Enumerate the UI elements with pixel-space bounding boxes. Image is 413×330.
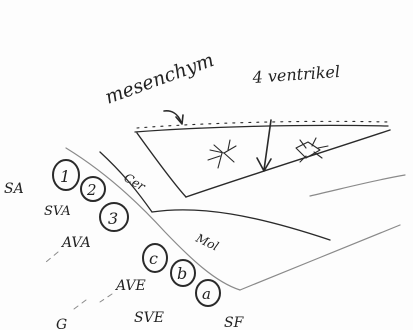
inner-arc-right xyxy=(151,209,331,241)
circle-b-label: b xyxy=(177,264,187,283)
outer-arc xyxy=(65,147,241,291)
ventricle-arrow-shaft xyxy=(263,119,272,171)
wedge-bottom-edge xyxy=(185,129,391,198)
label-ventricle: 4 ventrikel xyxy=(251,62,341,87)
circle-2 xyxy=(80,176,106,202)
inner-arc xyxy=(99,151,153,213)
dash-ava xyxy=(45,251,59,263)
circle-3-label: 3 xyxy=(108,209,118,228)
circle-1 xyxy=(52,159,80,191)
circle-b xyxy=(170,259,196,287)
mesenchym-arrow-head xyxy=(175,114,184,125)
neuron-sketch-right xyxy=(295,137,329,163)
outer-arc-right xyxy=(239,224,401,291)
label-sa: SA xyxy=(4,181,24,197)
wedge-left-edge xyxy=(136,132,187,198)
circle-3 xyxy=(99,202,129,232)
neuron-sketch-left xyxy=(207,139,237,169)
dash-g xyxy=(69,299,87,313)
dash-ave xyxy=(99,293,113,303)
label-sva: SVA xyxy=(44,204,71,219)
label-sf: SF xyxy=(224,315,245,330)
circle-c xyxy=(142,243,168,273)
ventricle-boundary-line xyxy=(134,124,389,133)
circle-a xyxy=(195,279,221,307)
circle-2-label: 2 xyxy=(86,181,97,199)
mesenchym-arrow-shaft xyxy=(163,110,182,123)
label-g: G xyxy=(56,317,67,330)
ventricle-boundary-dots xyxy=(136,120,389,129)
circle-1-label: 1 xyxy=(60,167,70,186)
label-ave: AVE xyxy=(114,278,146,294)
circle-c-label: c xyxy=(149,249,158,268)
upper-right-stroke xyxy=(309,174,406,197)
circle-a-label: a xyxy=(202,285,211,303)
label-sve: SVE xyxy=(134,310,164,326)
label-mesenchym: mesenchym xyxy=(102,49,217,109)
label-cer: Cer xyxy=(122,170,149,194)
label-ava: AVA xyxy=(60,235,91,251)
label-mol: Mol xyxy=(193,231,221,254)
